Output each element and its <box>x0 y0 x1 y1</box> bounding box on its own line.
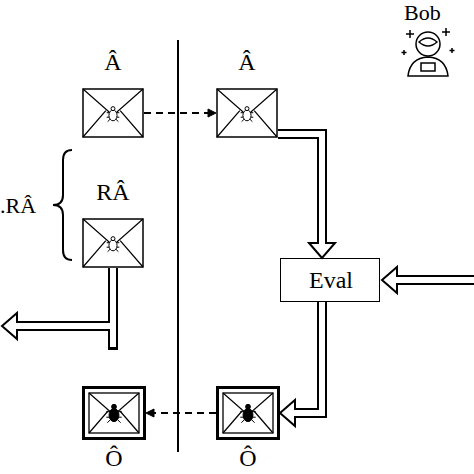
divider-line <box>177 40 179 452</box>
sealed-envelope <box>216 386 280 440</box>
envelope <box>216 88 278 138</box>
message-label: Â <box>196 48 298 76</box>
sealed-envelope <box>82 386 146 440</box>
hollow-arrow <box>280 302 322 426</box>
dashed-arrow <box>146 409 216 417</box>
message-label: RÂ <box>62 178 164 206</box>
split-hollow-arrow <box>2 266 113 350</box>
message-envelope: Ô <box>82 386 146 440</box>
message-envelope: Â <box>82 88 144 138</box>
envelope <box>82 218 144 268</box>
actor-name: Bob <box>404 0 441 26</box>
message-envelope: RÂ <box>82 218 144 268</box>
input-hollow-arrow <box>382 267 474 293</box>
envelope <box>82 88 144 138</box>
bracket-label: .RÂ <box>0 193 36 219</box>
box-label: Eval <box>261 266 401 294</box>
curly-bracket <box>53 150 72 260</box>
message-label: Ô <box>62 444 166 472</box>
message-label: Â <box>62 48 164 76</box>
hollow-arrow <box>278 134 335 258</box>
message-envelope: Ô <box>216 386 280 440</box>
astronaut-icon <box>402 28 455 76</box>
dashed-arrow <box>144 109 216 117</box>
message-envelope: Â <box>216 88 278 138</box>
process-box: Eval <box>280 258 380 302</box>
message-label: Ô <box>196 444 300 472</box>
